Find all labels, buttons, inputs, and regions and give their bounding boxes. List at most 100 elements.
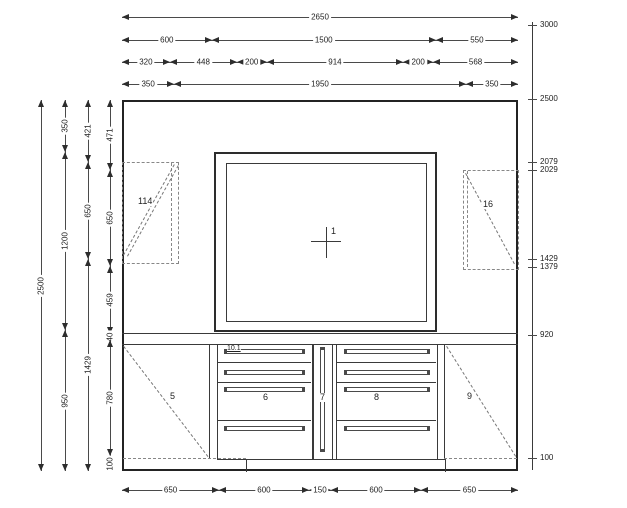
dim-arrow-right [229,59,237,65]
dim-value: 950 [60,391,70,410]
dim-arrow-right [511,14,518,20]
dim-left-col-3: 1429 [83,258,93,471]
cabinet-left-panel-line [209,344,210,458]
dim-arrow-left [403,59,411,65]
dim-arrow-left [266,59,274,65]
dim-top-row-3: 914 [266,57,404,67]
dim-value: 1200 [60,230,70,252]
dim-value: 600 [367,485,385,495]
dim-arrow-down [85,251,91,259]
dim-value: 914 [326,57,344,67]
dim-value: 568 [466,57,485,67]
right-wall-panel-inner-line [467,171,468,267]
dim-left-col-4: 100 [105,454,115,473]
left-drawer-divider-2 [218,382,311,383]
dim-arrow-right [301,487,309,493]
dim-arrow-right [458,81,466,87]
countertop-top-line [122,333,518,334]
dim-arrow-left [122,81,129,87]
right-door-label: 9 [466,391,474,401]
plinth [246,459,446,472]
dim-value: 100 [105,454,115,473]
height-scale-tick [528,162,537,164]
dim-value: 780 [105,389,115,407]
dim-value: 421 [83,122,93,140]
right-wall-panel [463,170,519,270]
height-scale-label: 1429 [540,254,558,264]
left-drawer-handle-2 [224,370,305,375]
dim-left-col-4: 459 [105,266,115,335]
dim-value: 2500 [36,274,46,297]
dim-left-col-3: 650 [83,162,93,259]
dim-arrow-up [85,162,91,170]
height-scale-label: 2500 [540,94,558,104]
dim-top-row-2: 1500 [211,35,436,45]
dim-arrow-left [122,59,129,65]
dim-value: 320 [137,57,155,67]
right-drawer-divider-1 [337,362,436,363]
dim-left-col-2: 1200 [60,151,70,331]
dim-arrow-down [107,259,113,267]
dim-value: 350 [139,79,157,89]
height-scale-tick [528,169,537,171]
dim-top-row-3: 568 [433,57,518,67]
left-wall-panel-inner-line [171,163,172,261]
height-scale-label: 2029 [540,164,558,174]
right-wall-panel-label: 16 [482,199,495,209]
left-door-label: 5 [169,391,177,401]
dim-left-col-4: 40 [105,330,115,344]
dim-value: 600 [158,35,176,45]
tv-panel-outer [214,152,437,332]
dim-value: 350 [60,117,70,135]
dim-top-row-1: 2650 [122,12,518,22]
dim-arrow-left [169,59,177,65]
plinth-dashed-left [123,458,246,459]
dim-top-row-3: 200 [403,57,434,67]
height-scale-label: 920 [540,330,554,340]
dim-value: 1429 [83,354,93,376]
dim-arrow-left [331,487,339,493]
dim-arrow-up [62,330,68,338]
dim-arrow-down [62,144,68,152]
dim-left-col-4: 780 [105,340,115,457]
dim-arrow-down [85,463,91,471]
left-wall-panel [122,162,179,264]
dim-left-col-2: 950 [60,330,70,471]
left-drawer-divider-1 [218,362,311,363]
dim-value: 459 [105,291,115,310]
dim-value: 448 [194,57,212,67]
right-drawer-divider-3 [337,420,436,421]
dim-arrow-left [122,37,129,43]
center-mark-vline [326,227,327,258]
height-scale-line [532,22,533,470]
dim-arrow-left [174,81,182,87]
left-drawer-handle-4 [224,426,305,431]
dim-arrow-up [38,100,44,107]
dim-arrow-right [426,59,434,65]
dim-arrow-down [62,463,68,471]
dim-value: 200 [409,57,427,67]
dim-arrow-right [162,59,170,65]
dim-arrow-up [107,169,113,177]
dim-top-row-2: 600 [122,35,212,45]
dim-bottom-row-1: 600 [331,485,421,495]
height-scale-label: 3000 [540,19,558,29]
tv-panel-inner [226,163,427,322]
dim-arrow-right [510,487,518,493]
dim-left-col-3: 421 [83,100,93,163]
right-drawer-divider-2 [337,382,436,383]
dim-arrow-down [107,162,113,170]
dim-value: 350 [483,79,501,89]
left-drawer-divider-3 [218,420,311,421]
dim-bottom-row-1: 650 [420,485,518,495]
dim-left-col-2: 350 [60,100,70,152]
dim-arrow-down [85,155,91,163]
dim-arrow-down [107,327,113,335]
dim-arrow-right [396,59,404,65]
dim-arrow-down [107,449,113,457]
dim-top-row-3: 448 [169,57,237,67]
dim-arrow-left [433,59,441,65]
dim-value: 150 [311,485,329,495]
dim-arrow-down [38,464,44,471]
dim-value: 200 [243,57,261,67]
